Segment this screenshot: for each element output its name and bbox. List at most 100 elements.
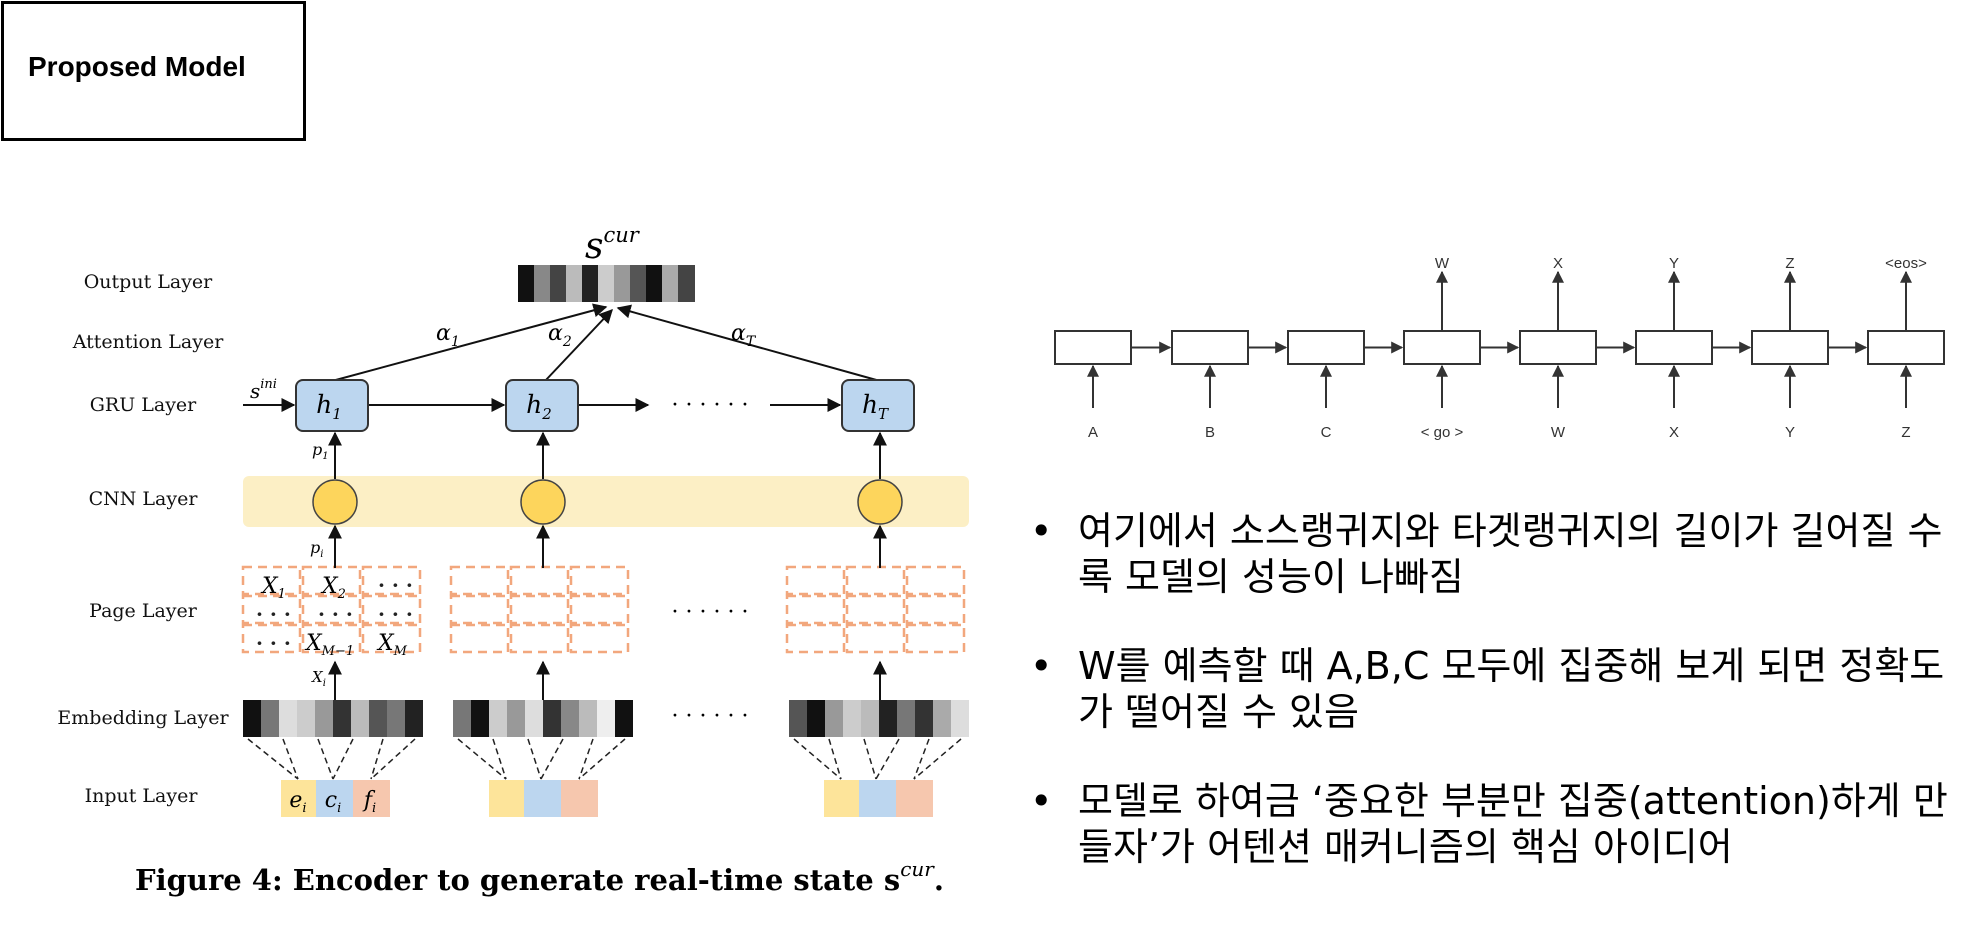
label-output-layer: Output Layer [84, 271, 213, 293]
output-cell [630, 265, 647, 302]
p1-label: p1 [312, 440, 329, 462]
ei-label: ei [289, 788, 306, 816]
label-page-layer: Page Layer [89, 600, 198, 622]
dots-r3c1: · · · [256, 631, 291, 655]
attention-arrow-2 [544, 308, 613, 382]
gru-cell-2 [505, 379, 579, 432]
cnn-node-1 [312, 479, 358, 525]
page-cell [449, 565, 510, 596]
fan-line [578, 738, 626, 780]
page-cell [569, 623, 630, 654]
page-cell [785, 623, 846, 654]
label-cnn-layer: CNN Layer [89, 488, 199, 510]
fan-line [282, 738, 299, 780]
page-cell [361, 623, 422, 654]
bullet-item: 모델로 하여금 ‘중요한 부분만 집중(attention)하게 만들자’가 어… [1028, 778, 1968, 870]
embedding-cell [471, 700, 489, 737]
embedding-vectors [243, 700, 969, 737]
embedding-cell [525, 700, 543, 737]
h1-label: h1 [316, 390, 342, 423]
label-embedding-layer: Embedding Layer [57, 707, 229, 729]
embedding-cell [807, 700, 825, 737]
encoder-figure: Output Layer Attention Layer GRU Layer C… [57, 223, 969, 897]
page-cell [449, 623, 510, 654]
page-cell [785, 565, 846, 596]
page-cell [301, 594, 362, 625]
embedding-cell [279, 700, 297, 737]
h2-label: h2 [526, 390, 552, 423]
page-cell [241, 565, 302, 596]
embedding-cell [315, 700, 333, 737]
embedding-cell [387, 700, 405, 737]
embedding-cell [333, 700, 351, 737]
label-attention-layer: Attention Layer [72, 331, 224, 353]
embedding-cell [843, 700, 861, 737]
alpha-T-label: αT [731, 321, 757, 350]
fan-line [492, 738, 507, 780]
fan-line [540, 738, 564, 780]
seq-cell [1403, 330, 1481, 365]
embedding-cell [789, 700, 807, 737]
fan-line [370, 738, 384, 780]
seq-output-label: X [1553, 255, 1563, 272]
embedding-cell [489, 700, 507, 737]
embedding-cell [405, 700, 423, 737]
output-cell [582, 265, 599, 302]
page-cell [509, 594, 570, 625]
fan-line [317, 738, 334, 780]
input-f-box [561, 780, 598, 817]
input-f-box [896, 780, 933, 817]
seq-input-label: Y [1785, 424, 1795, 441]
X1-label: X1 [260, 574, 286, 602]
page-cell [361, 565, 422, 596]
seq-output-label: Z [1785, 255, 1794, 272]
output-cell [598, 265, 615, 302]
output-cell [550, 265, 567, 302]
page-cell [301, 565, 362, 596]
figure-caption: Figure 4: Encoder to generate real-time … [135, 857, 944, 897]
embedding-cell [351, 700, 369, 737]
label-input-layer: Input Layer [85, 785, 199, 807]
slide-title: Proposed Model [28, 51, 246, 82]
output-cell [646, 265, 663, 302]
input-c-box [524, 780, 561, 817]
gru-cell-T [841, 379, 915, 432]
fan-line [527, 738, 542, 780]
input-fan-lines [247, 738, 962, 780]
dots-r2c3: · · · [378, 602, 413, 626]
alpha-2-label: α2 [548, 321, 572, 350]
page-cell [905, 594, 966, 625]
input-c-box [316, 780, 353, 817]
seq-cell [1171, 330, 1249, 365]
seq-cell [1751, 330, 1829, 365]
seq-cell [1867, 330, 1945, 365]
fan-line [875, 738, 900, 780]
fan-line [863, 738, 877, 780]
seq-input-label: Z [1901, 424, 1910, 441]
page-cell [241, 594, 302, 625]
cnn-node-T [857, 479, 903, 525]
label-gru-layer: GRU Layer [90, 394, 197, 416]
embedding-cell [597, 700, 615, 737]
ci-label: ci [325, 788, 342, 816]
page-cell [449, 594, 510, 625]
output-cell [614, 265, 631, 302]
bullet-list: 여기에서 소스랭귀지와 타겟랭귀지의 길이가 길어질 수록 모델의 성능이 나빠… [1028, 508, 1968, 913]
seq-input-label: W [1551, 424, 1566, 441]
seq-cell [1519, 330, 1597, 365]
embedding-cell [579, 700, 597, 737]
embedding-cell [615, 700, 633, 737]
fan-line [332, 738, 354, 780]
embedding-cell [933, 700, 951, 737]
embedding-cell [561, 700, 579, 737]
output-cell [662, 265, 679, 302]
seq-input-label: C [1321, 424, 1332, 441]
fan-line [913, 738, 930, 780]
page-cell [301, 623, 362, 654]
seq-cell [1287, 330, 1365, 365]
page-cell [905, 565, 966, 596]
embedding-cell [369, 700, 387, 737]
seq-input-label: B [1205, 424, 1215, 441]
dots-r2c2: · · · [318, 602, 353, 626]
